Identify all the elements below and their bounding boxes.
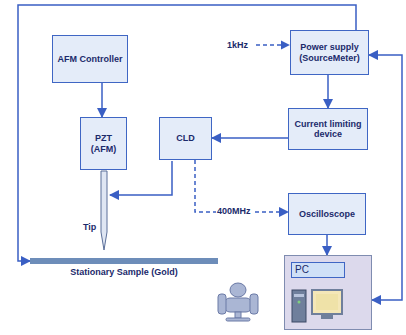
node-text: CLD	[176, 133, 195, 143]
pc-drive	[294, 294, 304, 297]
signal-line	[256, 44, 289, 45]
pc-stand	[321, 315, 333, 319]
node-text: PC	[291, 262, 345, 278]
connector	[326, 235, 328, 255]
node-text: Current limiting device	[292, 119, 364, 140]
node-text: AFM Controller	[58, 54, 123, 64]
connector	[327, 75, 329, 108]
connector	[195, 160, 288, 212]
power-supply-box: Power supply (SourceMeter)	[290, 30, 369, 75]
tip-label: Tip	[82, 222, 97, 232]
pc-led	[298, 301, 301, 304]
oscilloscope-box: Oscilloscope	[288, 193, 366, 235]
connector	[212, 137, 288, 139]
pc-screen	[316, 294, 338, 310]
node-text: Stationary Sample (Gold)	[30, 264, 218, 277]
current-limiter-box: Current limiting device	[288, 108, 368, 150]
pc-node: PC	[284, 255, 372, 330]
controller-box: AFM Controller	[52, 35, 128, 83]
sample-band: Stationary Sample (Gold)	[30, 258, 218, 280]
pc-tower	[292, 290, 306, 322]
pc-frame	[284, 255, 372, 330]
node-text: PZT (AFM)	[84, 133, 123, 154]
operator-icon	[218, 283, 258, 321]
connector	[101, 83, 103, 117]
cld-box: CLD	[159, 117, 212, 160]
connector	[369, 55, 402, 300]
pzt-box: PZT (AFM)	[80, 117, 127, 170]
node-text: Oscilloscope	[299, 209, 355, 219]
edge-label: 400MHz	[216, 206, 252, 216]
frequency-label: 1kHz	[226, 40, 249, 50]
pc-monitor	[312, 290, 342, 314]
afm-probe	[101, 171, 107, 250]
node-text: Power supply (SourceMeter)	[294, 42, 365, 63]
